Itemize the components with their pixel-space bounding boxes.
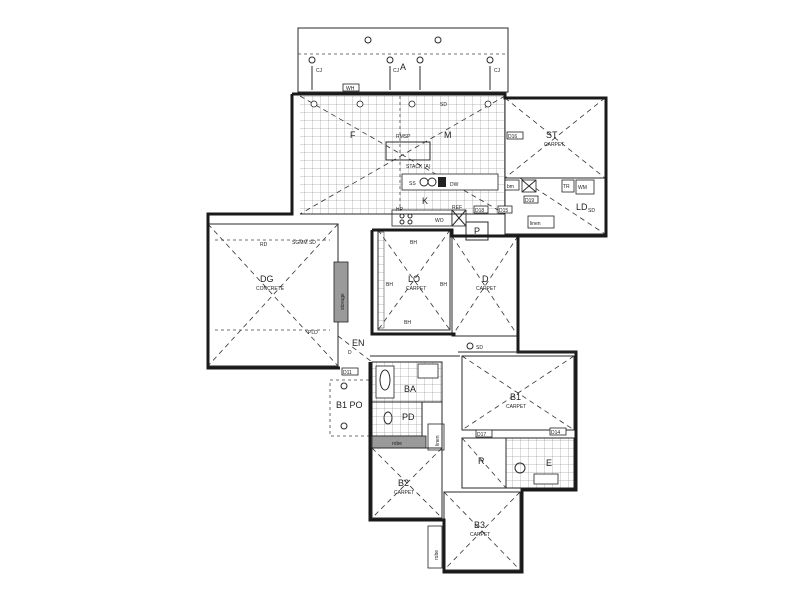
room-label-study: ST — [546, 130, 558, 140]
robe-label-b2: robe — [392, 441, 402, 447]
linen-label-lower: linen — [435, 435, 441, 446]
d18-label: D18 — [475, 208, 484, 214]
d16-label: D16 — [508, 134, 517, 140]
room-label-dining: D — [482, 274, 489, 284]
dining-area: D CARPET — [451, 235, 519, 337]
room-label-bath: BA — [404, 384, 416, 394]
sd-label-meals: SD — [440, 102, 447, 108]
room-label-bed2: B2 — [398, 478, 409, 488]
alfresco-area: WH CJ CJ CJ A — [297, 27, 509, 93]
d17-label: D17 — [477, 432, 486, 438]
bed2-area: B2 CARPET — [371, 447, 443, 519]
stack-label: STACK (A) — [406, 164, 431, 170]
d19-label: D19 — [525, 198, 534, 204]
cj-label-3: CJ — [494, 68, 501, 74]
sd-label-hall: SD — [476, 345, 483, 351]
bh-label-top: BH — [410, 240, 417, 246]
wh-label-alfresco: WH — [346, 86, 355, 92]
cj-label-1: CJ — [316, 68, 323, 74]
room-label-family: F — [350, 130, 356, 140]
bed1-finish: CARPET — [506, 404, 526, 410]
bh-label-bottom: BH — [404, 320, 411, 326]
room-label-garage: DG — [260, 274, 274, 284]
room-label-kitchen: K — [422, 196, 428, 206]
bm-label: bm — [507, 184, 514, 190]
d14-label: D14 — [551, 430, 560, 436]
study-area: D16 ST CARPET — [504, 97, 606, 179]
wm-label: WM — [578, 185, 587, 191]
lounge-area: BH BH BH BH LO CARPET — [377, 229, 451, 331]
room-label-lounge: LO — [408, 274, 420, 284]
linen-label-upper: linen — [530, 221, 541, 227]
storage-label: storage — [340, 293, 346, 310]
laundry-area: bm TR WM LD linen D19 SD D15 — [497, 177, 606, 235]
dining-finish: CARPET — [476, 286, 496, 292]
pld-label: PLD — [308, 330, 318, 336]
dw-label: DW — [450, 182, 459, 188]
d11-label: D11 — [343, 370, 352, 376]
room-label-laundry: LD — [576, 202, 588, 212]
room-label-porch: B1 PO — [336, 400, 363, 410]
bed1-area: B1 CARPET D14 E R D17 — [461, 355, 575, 489]
bh-label-left: BH — [386, 282, 393, 288]
tr-label: TR — [563, 184, 570, 190]
room-label-entry: EN — [352, 338, 365, 348]
ref-label: REF — [452, 205, 462, 211]
rd-label: RD — [260, 242, 268, 248]
bed2-finish: CARPET — [394, 490, 414, 496]
wo-label: WO — [435, 218, 444, 224]
room-label-powder: PD — [402, 412, 415, 422]
bath-area: BA PD robe linen — [371, 361, 445, 451]
d-label-entry: D — [348, 350, 352, 356]
cj-label-2: CJ — [393, 68, 400, 74]
bh-label-right: BH — [440, 282, 447, 288]
room-label-pantry: P — [474, 226, 480, 236]
study-finish: CARPET — [544, 142, 564, 148]
ss-label: SS — [409, 181, 416, 187]
sd-label-laundry: SD — [588, 208, 595, 214]
room-label-bed1: B1 — [510, 392, 521, 402]
hp-label: HP — [396, 207, 404, 213]
room-label-robe: R — [478, 456, 485, 466]
lounge-finish: CARPET — [406, 286, 426, 292]
garage-finish: CONCRETE — [256, 286, 285, 292]
family-meals-area: SD RMSP STACK (A) F M — [299, 95, 506, 215]
bed3-finish: CARPET — [470, 532, 490, 538]
room-label-bed3: B3 — [474, 520, 485, 530]
room-label-alfresco: A — [400, 62, 406, 72]
sgmm-label: SGMM SD — [292, 240, 316, 246]
room-label-meals: M — [444, 130, 452, 140]
external-walls — [206, 92, 608, 574]
robe-label-b3: robe — [434, 550, 440, 560]
d15-label: D15 — [499, 208, 508, 214]
rmsp-label: RMSP — [396, 134, 411, 140]
garage-area: RD SGMM SD PLD storage DG CONCRETE — [207, 223, 349, 367]
room-label-ensuite: E — [546, 458, 552, 468]
